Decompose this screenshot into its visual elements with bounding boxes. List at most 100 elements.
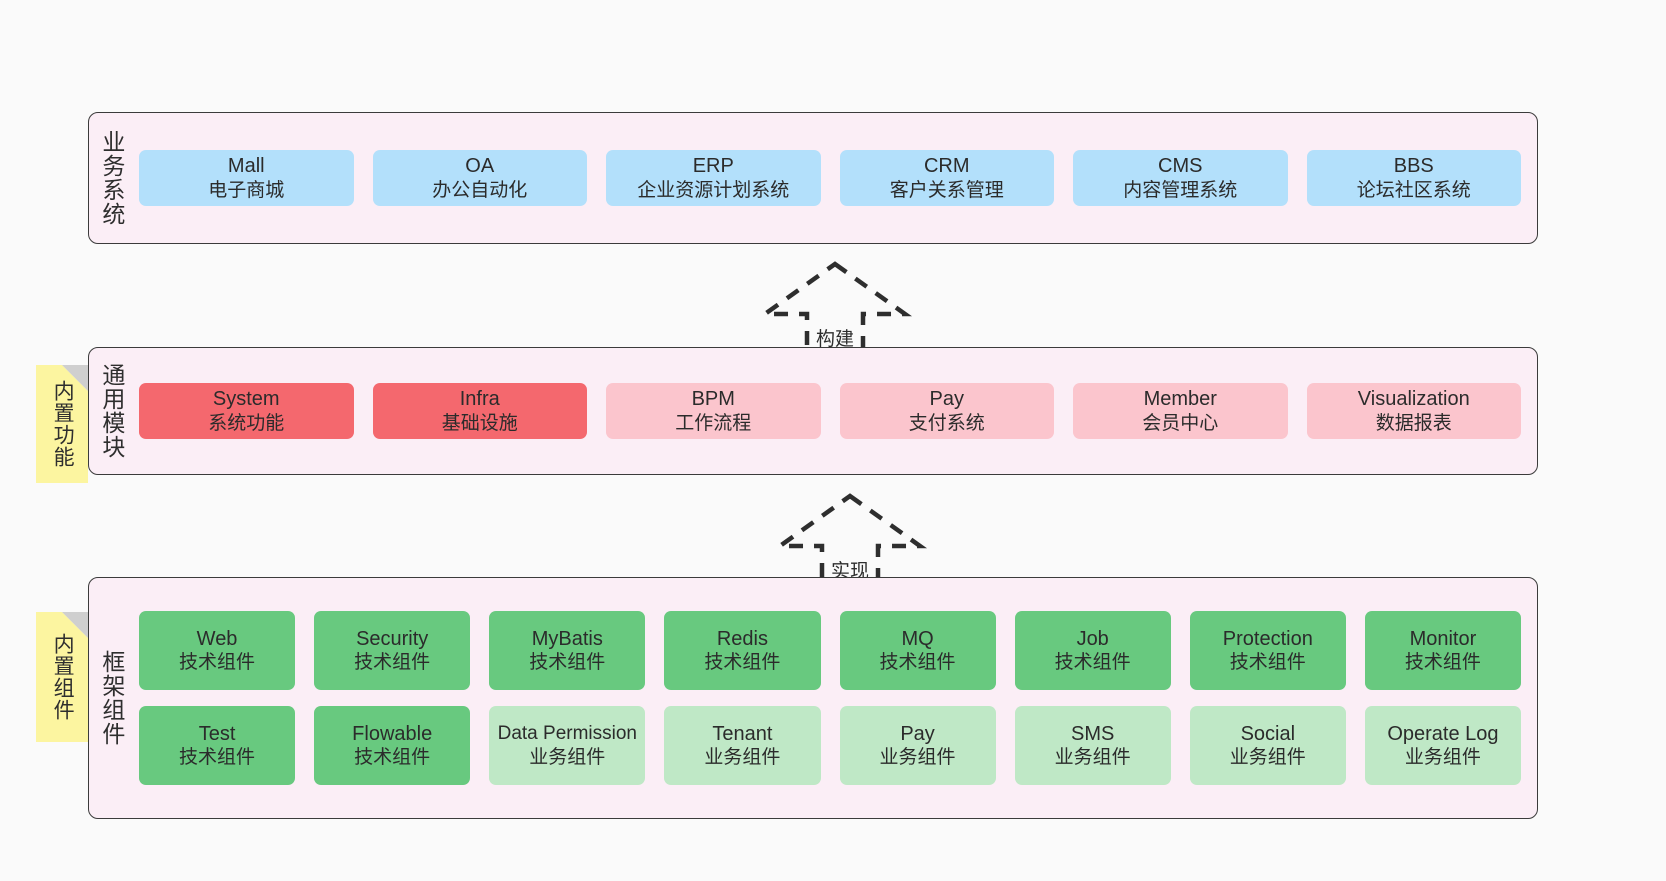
card-subtitle: 办公自动化 <box>432 179 528 201</box>
card-row: System 系统功能 Infra 基础设施 BPM 工作流程 Pay 支付系统… <box>139 383 1521 439</box>
card-test[interactable]: Test 技术组件 <box>139 706 296 785</box>
card-system[interactable]: System 系统功能 <box>139 383 354 439</box>
card-operate-log[interactable]: Operate Log 业务组件 <box>1364 706 1521 785</box>
card-title: MyBatis <box>531 627 603 650</box>
card-subtitle: 技术组件 <box>529 652 606 674</box>
card-title: System <box>212 388 280 411</box>
sticky-note-label: 内置功能 <box>51 380 75 468</box>
card-cms[interactable]: CMS 内容管理系统 <box>1073 150 1288 206</box>
section-body-business-systems: Mall 电子商城 OA 办公自动化 ERP 企业资源计划系统 CRM 客户关系… <box>133 113 1537 243</box>
card-title: Protection <box>1222 627 1313 650</box>
section-framework-components: 框架组件 Web 技术组件 Security 技术组件 MyBatis 技术组件… <box>88 577 1538 819</box>
card-subtitle: 企业资源计划系统 <box>637 179 790 201</box>
card-title: Social <box>1240 722 1296 745</box>
card-title: Redis <box>716 627 768 650</box>
card-title: Web <box>196 627 238 650</box>
card-title: BPM <box>691 388 735 411</box>
card-subtitle: 会员中心 <box>1142 412 1219 434</box>
card-subtitle: 业务组件 <box>529 746 606 768</box>
card-infra[interactable]: Infra 基础设施 <box>372 383 587 439</box>
card-title: Monitor <box>1409 627 1477 650</box>
card-sms[interactable]: SMS 业务组件 <box>1014 706 1171 785</box>
card-monitor[interactable]: Monitor 技术组件 <box>1364 611 1521 690</box>
card-title: Pay <box>900 722 935 745</box>
sticky-note-builtin-components: 内置组件 <box>36 612 88 742</box>
arrow-build: 构建 <box>755 258 915 354</box>
card-crm[interactable]: CRM 客户关系管理 <box>839 150 1054 206</box>
sticky-fold-corner-icon <box>62 365 88 391</box>
card-title: Security <box>356 627 429 650</box>
card-subtitle: 技术组件 <box>179 652 256 674</box>
card-oa[interactable]: OA 办公自动化 <box>372 150 587 206</box>
card-row: Web 技术组件 Security 技术组件 MyBatis 技术组件 Redi… <box>139 611 1521 690</box>
card-subtitle: 业务组件 <box>879 747 956 769</box>
card-subtitle: 业务组件 <box>1404 747 1481 769</box>
card-title: MQ <box>901 627 934 650</box>
card-title: OA <box>465 155 495 178</box>
card-subtitle: 业务组件 <box>1054 747 1131 769</box>
card-title: Test <box>198 722 236 745</box>
section-label-framework-components: 框架组件 <box>98 650 125 746</box>
card-subtitle: 技术组件 <box>354 652 431 674</box>
card-title: BBS <box>1393 155 1434 178</box>
sticky-note-builtin-features: 内置功能 <box>36 365 88 483</box>
card-visualization[interactable]: Visualization 数据报表 <box>1306 383 1521 439</box>
card-pay-component[interactable]: Pay 业务组件 <box>839 706 996 785</box>
card-security[interactable]: Security 技术组件 <box>314 611 471 690</box>
card-title: ERP <box>692 155 734 178</box>
card-title: Job <box>1076 627 1109 650</box>
card-subtitle: 技术组件 <box>354 747 431 769</box>
card-tenant[interactable]: Tenant 业务组件 <box>664 706 821 785</box>
sticky-fold-corner-icon <box>62 612 88 638</box>
card-mq[interactable]: MQ 技术组件 <box>839 611 996 690</box>
arrow-label: 构建 <box>813 329 857 352</box>
card-title: Pay <box>929 388 964 411</box>
card-subtitle: 工作流程 <box>675 412 752 434</box>
sticky-note-label: 内置组件 <box>51 633 75 721</box>
card-redis[interactable]: Redis 技术组件 <box>664 611 821 690</box>
card-bbs[interactable]: BBS 论坛社区系统 <box>1306 150 1521 206</box>
card-title: Tenant <box>712 722 773 745</box>
card-subtitle: 业务组件 <box>1229 747 1306 769</box>
card-title: CRM <box>923 155 970 178</box>
card-subtitle: 系统功能 <box>208 412 285 434</box>
card-title: Flowable <box>352 722 433 745</box>
card-subtitle: 支付系统 <box>908 412 985 434</box>
card-data-permission[interactable]: Data Permission 业务组件 <box>489 706 646 785</box>
card-title: CMS <box>1158 155 1203 178</box>
arrow-implement: 实现 <box>770 490 930 586</box>
card-title: Data Permission <box>497 723 637 745</box>
card-social[interactable]: Social 业务组件 <box>1189 706 1346 785</box>
card-pay-module[interactable]: Pay 支付系统 <box>839 383 1054 439</box>
card-job[interactable]: Job 技术组件 <box>1014 611 1171 690</box>
card-title: SMS <box>1071 722 1115 745</box>
card-flowable[interactable]: Flowable 技术组件 <box>314 706 471 785</box>
card-subtitle: 内容管理系统 <box>1123 179 1238 201</box>
card-subtitle: 数据报表 <box>1375 412 1452 434</box>
section-label-business-systems: 业务系统 <box>98 130 125 226</box>
card-title: Mall <box>227 155 265 178</box>
card-subtitle: 技术组件 <box>1404 652 1481 674</box>
card-title: Operate Log <box>1387 722 1499 745</box>
card-subtitle: 业务组件 <box>704 747 781 769</box>
card-subtitle: 客户关系管理 <box>889 179 1004 201</box>
card-subtitle: 基础设施 <box>441 412 518 434</box>
card-title: Member <box>1143 388 1217 411</box>
card-subtitle: 技术组件 <box>704 652 781 674</box>
card-member[interactable]: Member 会员中心 <box>1073 383 1288 439</box>
section-body-common-modules: System 系统功能 Infra 基础设施 BPM 工作流程 Pay 支付系统… <box>133 348 1537 474</box>
card-mall[interactable]: Mall 电子商城 <box>139 150 354 206</box>
card-subtitle: 技术组件 <box>1229 652 1306 674</box>
section-label-common-modules: 通用模块 <box>98 363 125 459</box>
card-protection[interactable]: Protection 技术组件 <box>1189 611 1346 690</box>
section-body-framework-components: Web 技术组件 Security 技术组件 MyBatis 技术组件 Redi… <box>133 578 1537 818</box>
card-web[interactable]: Web 技术组件 <box>139 611 296 690</box>
card-subtitle: 电子商城 <box>208 179 285 201</box>
card-title: Visualization <box>1357 388 1470 411</box>
card-bpm[interactable]: BPM 工作流程 <box>606 383 821 439</box>
card-subtitle: 论坛社区系统 <box>1356 179 1471 201</box>
card-erp[interactable]: ERP 企业资源计划系统 <box>606 150 821 206</box>
section-common-modules: 通用模块 System 系统功能 Infra 基础设施 BPM 工作流程 Pay… <box>88 347 1538 475</box>
card-mybatis[interactable]: MyBatis 技术组件 <box>489 611 646 690</box>
